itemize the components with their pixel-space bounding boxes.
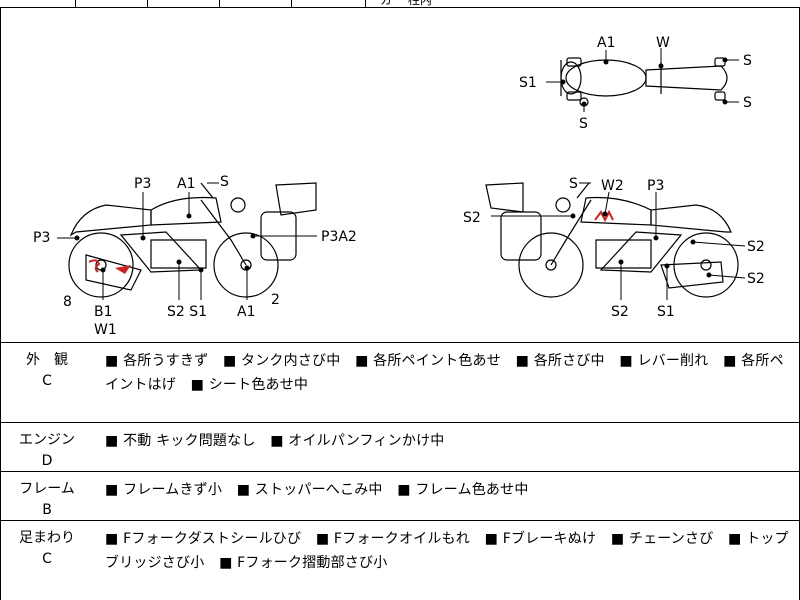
list-item: Fフォークダストシールひび <box>105 531 301 547</box>
section-engine: エンジン D 不動 キック問題なし オイルパンフィンかけ中 <box>0 423 800 472</box>
list-item: Fブレーキぬけ <box>485 531 597 547</box>
list-item: フレームきず小 <box>105 482 222 498</box>
label-w-top: W <box>656 35 670 51</box>
section-name: 足まわり <box>19 530 75 546</box>
section-name: フレーム <box>19 481 75 497</box>
label-s-left: S <box>220 174 229 190</box>
list-item: ストッパーへこみ中 <box>237 482 383 498</box>
label-s2-right-2: S2 <box>747 271 765 287</box>
section-label: フレーム B <box>1 472 93 518</box>
header-divider <box>219 0 220 7</box>
section-name: 外 観 <box>26 352 68 368</box>
list-item: Fフォーク摺動部さび小 <box>219 555 387 571</box>
label-s2-right-bottom: S2 <box>611 304 629 320</box>
top-view-leaders <box>546 48 739 112</box>
header-divider <box>291 0 292 7</box>
label-s-bottom: S <box>579 116 588 132</box>
label-2: 2 <box>271 292 280 308</box>
header-fragment: カー 柱内 <box>380 0 432 7</box>
label-s-right-bottom: S <box>743 95 752 111</box>
label-a1-left-bottom: A1 <box>237 304 255 320</box>
header-row: カー 柱内 <box>0 0 800 8</box>
label-s1-right-bottom: S1 <box>657 304 675 320</box>
section-name: エンジン <box>19 432 75 448</box>
motorcycle-diagram: A1 W S1 S S S <box>33 35 765 338</box>
section-grade: C <box>42 551 52 567</box>
section-items: フレームきず小 ストッパーへこみ中 フレーム色あせ中 <box>105 478 791 502</box>
right-view-leaders <box>491 182 746 300</box>
section-label: 外 観 C <box>1 343 93 389</box>
section-items: 不動 キック問題なし オイルパンフィンかけ中 <box>105 429 791 453</box>
label-w1: W1 <box>94 322 117 338</box>
header-divider <box>365 0 366 7</box>
section-items: Fフォークダストシールひび Fフォークオイルもれ Fブレーキぬけ チェーンさび … <box>105 527 791 575</box>
label-a1-top: A1 <box>597 35 615 51</box>
list-item: Fフォークオイルもれ <box>316 531 470 547</box>
label-a1-left-top: A1 <box>177 176 195 192</box>
section-grade: C <box>42 373 52 389</box>
section-exterior: 外 観 C 各所うすきず タンク内さび中 各所ペイント色あせ 各所さび中 レバー… <box>0 343 800 423</box>
label-p3-left-top: P3 <box>134 176 151 192</box>
list-item: フレーム色あせ中 <box>397 482 528 498</box>
list-item: 各所うすきず <box>105 353 208 369</box>
section-suspension: 足まわり C Fフォークダストシールひび Fフォークオイルもれ Fブレーキぬけ … <box>0 521 800 600</box>
section-frame: フレーム B フレームきず小 ストッパーへこみ中 フレーム色あせ中 <box>0 472 800 521</box>
label-s-right: S <box>569 176 578 192</box>
label-8: 8 <box>63 294 72 310</box>
label-s2s1: S2 S1 <box>167 304 207 320</box>
list-item: 各所ペイント色あせ <box>355 353 501 369</box>
header-divider <box>75 0 76 7</box>
label-w2: W2 <box>601 178 624 194</box>
section-label: エンジン D <box>1 423 93 469</box>
label-s-right-top: S <box>743 53 752 69</box>
left-view-mark <box>88 259 131 274</box>
left-view-bike <box>68 182 317 298</box>
list-item: レバー削れ <box>619 353 708 369</box>
label-p3-left: P3 <box>33 230 50 246</box>
label-b1: B1 <box>94 304 113 320</box>
list-item: 各所さび中 <box>516 353 605 369</box>
list-item: オイルパンフィンかけ中 <box>270 433 444 449</box>
label-s2-right-left: S2 <box>463 210 481 226</box>
damage-diagram: A1 W S1 S S S <box>0 8 800 343</box>
list-item: タンク内さび中 <box>223 353 340 369</box>
section-grade: D <box>41 453 53 469</box>
left-view-leaders <box>57 182 317 300</box>
label-p3a2: P3A2 <box>321 229 357 245</box>
section-grade: B <box>42 502 52 518</box>
header-divider <box>147 0 148 7</box>
list-item: 不動 キック問題なし <box>105 433 256 449</box>
section-label: 足まわり C <box>1 521 93 567</box>
label-p3-right: P3 <box>647 178 664 194</box>
label-s1-top: S1 <box>519 75 537 91</box>
label-s2-right-1: S2 <box>747 239 765 255</box>
list-item: チェーンさび <box>611 531 714 547</box>
top-view-bike <box>560 57 728 107</box>
right-view-mark <box>594 209 614 223</box>
list-item: シート色あせ中 <box>191 377 308 393</box>
right-view-bike <box>485 182 739 298</box>
section-items: 各所うすきず タンク内さび中 各所ペイント色あせ 各所さび中 レバー削れ 各所ペ… <box>105 349 791 397</box>
